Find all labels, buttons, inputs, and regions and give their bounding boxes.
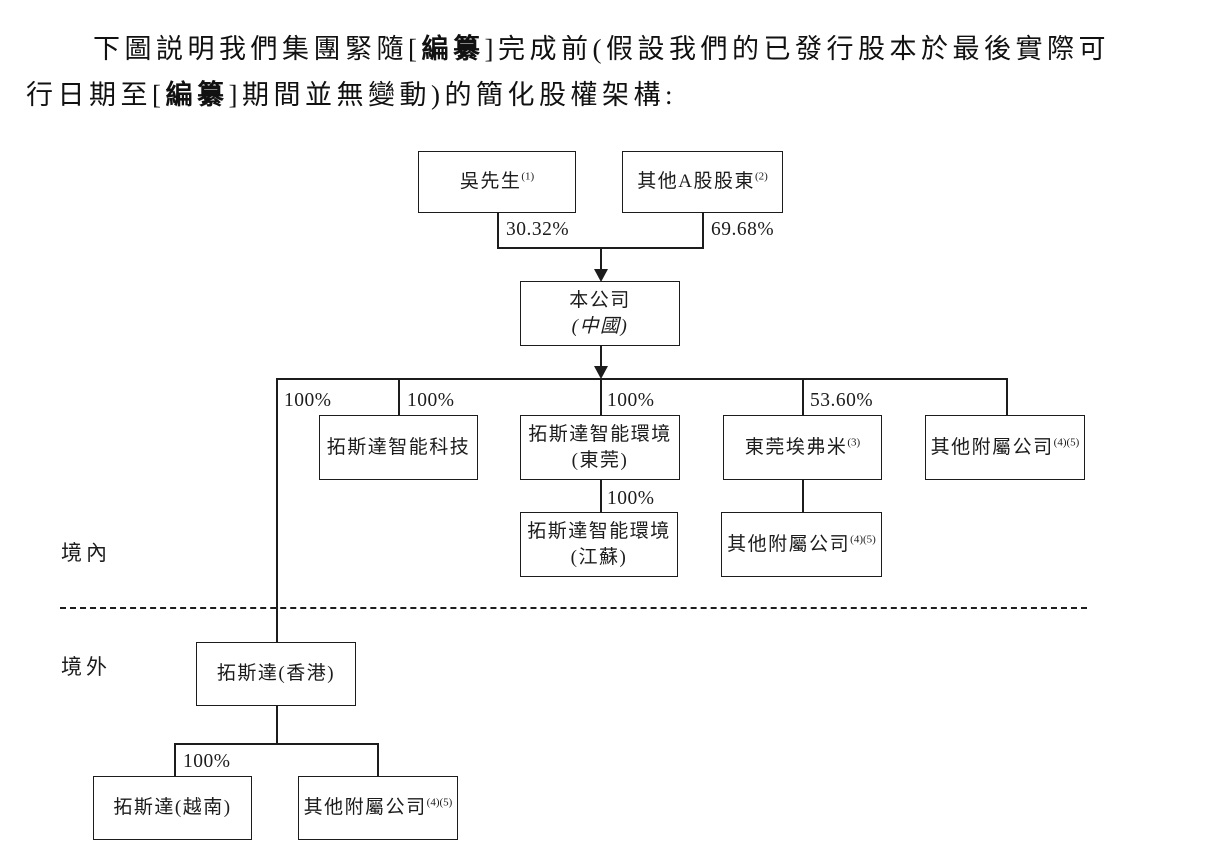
connector-line — [174, 743, 176, 777]
ownership-pct-everwin: 53.60% — [810, 390, 874, 411]
intro-text: ]期間並無變動)的簡化股權架構: — [228, 80, 677, 110]
connector-line — [276, 705, 278, 744]
connector-line — [398, 378, 400, 415]
footnote-ref: (4)(5) — [1053, 436, 1080, 449]
node-label: 拓斯達智能科技 — [326, 436, 471, 458]
connector-line — [600, 378, 602, 415]
node-mr-wu: 吳先生(1) — [418, 151, 576, 213]
node-sublabel: (江蘇) — [570, 546, 628, 568]
ownership-pct-other-a: 69.68% — [711, 219, 775, 240]
intro-paragraph-line-2: 行日期至[編纂]期間並無變動)的簡化股權架構: — [26, 73, 677, 112]
node-other-subsidiaries-1: 其他附屬公司(4)(5) — [925, 415, 1085, 480]
ownership-pct-env-jiangsu: 100% — [607, 488, 655, 509]
connector-line — [276, 378, 278, 643]
node-sublabel: (中國) — [571, 315, 629, 337]
connector-line — [802, 378, 804, 415]
node-sublabel: (東莞) — [571, 449, 629, 471]
ownership-pct-env-dongguan: 100% — [607, 390, 655, 411]
node-everwin: 東莞埃弗米(3) — [723, 415, 882, 480]
ownership-pct-mr-wu: 30.32% — [506, 219, 570, 240]
connector-line — [174, 743, 379, 745]
footnote-ref: (1) — [521, 170, 535, 183]
intro-text: 下圖説明我們集團緊隨[ — [93, 34, 422, 64]
footnote-ref: (3) — [847, 436, 861, 449]
connector-line — [600, 346, 602, 367]
node-company: 本公司 (中國) — [520, 281, 680, 346]
connector-line — [600, 480, 602, 512]
arrow-down-icon — [594, 366, 608, 379]
intro-text: ]完成前(假設我們的已發行股本於最後實際可 — [484, 34, 1110, 64]
onshore-offshore-divider — [60, 607, 1087, 609]
intro-text: 行日期至[ — [26, 80, 166, 110]
node-smart-tech: 拓斯達智能科技 — [319, 415, 478, 480]
node-label: 其他附屬公司(4)(5) — [303, 796, 453, 819]
ownership-pct-vietnam: 100% — [183, 751, 231, 772]
intro-paragraph-line-1: 下圖説明我們集團緊隨[編纂]完成前(假設我們的已發行股本於最後實際可 — [93, 27, 1110, 66]
node-label: 拓斯達智能環境 — [528, 423, 672, 445]
node-env-dongguan: 拓斯達智能環境 (東莞) — [520, 415, 680, 480]
redacted-term: 編纂 — [165, 80, 229, 110]
node-other-a-shareholders: 其他A股股東(2) — [622, 151, 783, 213]
footnote-ref: (4)(5) — [426, 796, 453, 809]
footnote-ref: (4)(5) — [850, 533, 876, 546]
node-label: 拓斯達(香港) — [216, 663, 336, 685]
connector-line — [497, 213, 499, 249]
node-vietnam: 拓斯達(越南) — [93, 776, 252, 840]
footnote-ref: (2) — [754, 170, 768, 183]
node-label: 東莞埃弗米(3) — [744, 436, 861, 458]
node-other-subsidiaries-3: 其他附屬公司(4)(5) — [298, 776, 458, 840]
region-label-onshore: 境內 — [61, 541, 111, 565]
redacted-term: 編纂 — [421, 34, 485, 64]
node-label: 本公司 — [569, 289, 631, 311]
node-label: 吳先生(1) — [459, 170, 535, 193]
node-label: 其他附屬公司(4)(5) — [727, 533, 876, 555]
ownership-pct-smart-tech: 100% — [407, 390, 455, 411]
connector-line — [702, 213, 704, 249]
connector-line — [600, 247, 602, 271]
connector-line — [1006, 378, 1008, 415]
connector-line — [377, 743, 379, 777]
arrow-down-icon — [594, 269, 608, 282]
node-label: 其他A股股東(2) — [637, 170, 768, 193]
region-label-offshore: 境外 — [61, 655, 111, 679]
node-other-subsidiaries-2: 其他附屬公司(4)(5) — [721, 512, 882, 577]
connector-line — [276, 378, 1007, 380]
connector-line — [802, 480, 804, 512]
node-label: 其他附屬公司(4)(5) — [930, 436, 1080, 458]
node-label: 拓斯達智能環境 — [527, 520, 671, 542]
node-hongkong: 拓斯達(香港) — [196, 642, 356, 706]
ownership-pct-hk: 100% — [284, 390, 332, 411]
node-label: 拓斯達(越南) — [113, 797, 232, 819]
node-env-jiangsu: 拓斯達智能環境 (江蘇) — [520, 512, 678, 577]
